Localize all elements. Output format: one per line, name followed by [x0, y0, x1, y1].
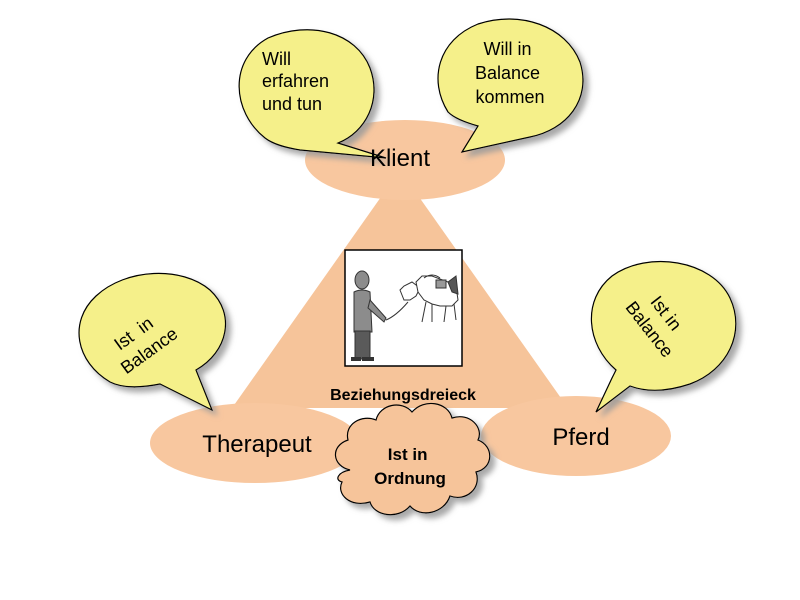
bubble-line: Will in	[483, 39, 531, 59]
person-horse-illustration	[344, 249, 463, 367]
therapeut-label: Therapeut	[202, 431, 312, 458]
speech-bubble-klient-left	[238, 29, 387, 159]
bubble-line: Balance	[475, 63, 540, 83]
therapeut-ellipse	[150, 403, 360, 483]
klient-ellipse	[305, 120, 505, 200]
center-label: Beziehungsdreieck	[330, 387, 476, 404]
pferd-label: Pferd	[552, 424, 609, 451]
bubble-line: Will	[262, 49, 291, 69]
lead-rope	[385, 301, 409, 321]
bubble-line: und tun	[262, 94, 322, 114]
cloud-ordnung	[334, 402, 491, 516]
cloud-text: Ist in Ordnung	[374, 445, 446, 488]
klient-label: Klient	[370, 145, 430, 172]
horse-icon	[399, 274, 459, 323]
klient-left-bubble-text: Will erfahren und tun	[262, 49, 334, 114]
person-icon	[351, 270, 387, 361]
klient-right-bubble-text: Will in Balance kommen	[475, 39, 545, 107]
bubble-line: erfahren	[262, 71, 329, 91]
speech-bubble-pferd	[590, 260, 737, 413]
pferd-ellipse	[481, 396, 671, 476]
cloud-line: Ist in	[388, 445, 428, 464]
speech-bubble-klient-right	[437, 18, 584, 153]
bubble-line: kommen	[475, 87, 544, 107]
cloud-line: Ordnung	[374, 469, 446, 488]
speech-bubble-therapeut	[78, 272, 226, 412]
